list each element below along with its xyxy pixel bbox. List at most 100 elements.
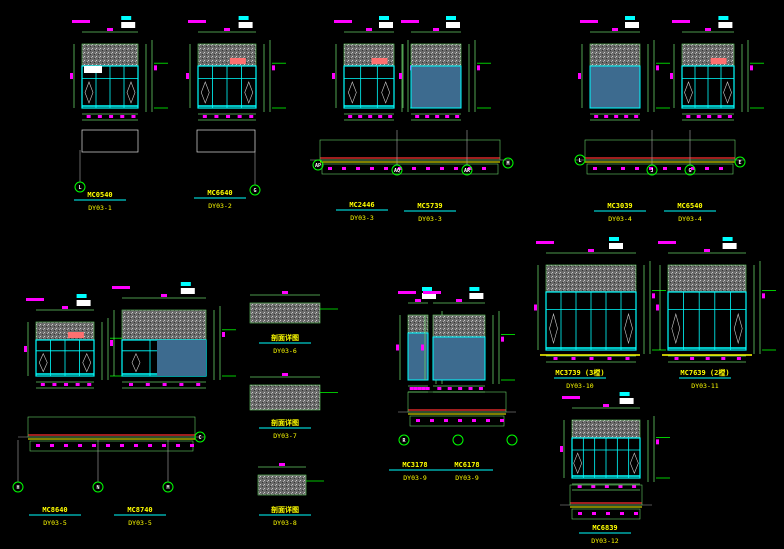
dimension-text-mark <box>652 293 655 299</box>
dimension-text-mark <box>328 167 332 170</box>
dimension-text-mark <box>444 419 448 422</box>
plan-dimension-box <box>29 440 194 452</box>
dimension-text-mark <box>625 357 630 360</box>
dimension-text-mark <box>196 383 201 386</box>
dimension-text-mark <box>272 65 275 71</box>
dimension-text-mark <box>604 485 609 488</box>
dimension-text-mark <box>282 291 288 294</box>
detail-ref: DY03-2 <box>208 202 232 210</box>
dimension-text-mark <box>282 373 288 376</box>
annotation-mark <box>238 16 249 20</box>
dimension-text-mark <box>370 167 374 170</box>
detail-code: MC8740 <box>127 506 152 514</box>
dimension-text-mark <box>445 115 450 118</box>
dimension-text-mark <box>384 167 388 170</box>
door-leaf-swing <box>723 81 732 104</box>
concrete-lintel <box>545 264 637 293</box>
concrete-section <box>249 302 321 324</box>
annotation-mark <box>26 298 44 301</box>
concrete-lintel <box>35 321 95 341</box>
concrete-lintel <box>197 43 257 67</box>
detail-code: MC3178 <box>402 461 427 469</box>
dimension-text-mark <box>40 383 45 386</box>
door-leaf-swing <box>573 452 582 475</box>
annotation-mark <box>76 294 87 298</box>
dimension-text-mark <box>106 444 110 447</box>
dimension-text-mark <box>179 383 184 386</box>
detail-ref: DY03-4 <box>678 215 702 223</box>
door-frame <box>343 65 395 109</box>
annotation-text <box>180 288 195 294</box>
highlight-mark <box>229 58 246 64</box>
dimension-text-mark <box>454 167 458 170</box>
axis-marker-label: M <box>506 161 509 167</box>
dimension-text-mark <box>412 167 416 170</box>
dimension-text-mark <box>24 346 27 352</box>
detail-ref: DY03-3 <box>418 215 442 223</box>
dimension-text-mark <box>87 383 92 386</box>
dimension-text-mark <box>696 115 701 118</box>
detail-code: MC6178 <box>454 461 479 469</box>
dimension-text-mark <box>721 357 726 360</box>
dimension-text-mark <box>656 65 659 71</box>
detail-code: MC6640 <box>207 189 232 197</box>
dimension-text-mark <box>501 336 504 342</box>
axis-marker <box>734 156 746 168</box>
dimension-text-mark <box>482 167 486 170</box>
dimension-text-mark <box>635 167 639 170</box>
dimension-text-mark <box>435 115 440 118</box>
axis-marker-label: L <box>578 158 581 164</box>
door-leaf-swing <box>684 81 693 104</box>
axis-marker-label: G <box>688 168 691 174</box>
dimension-text-mark <box>618 485 623 488</box>
dimension-text-mark <box>332 73 335 79</box>
axis-marker-label: C <box>198 435 201 441</box>
dimension-text-mark <box>430 419 434 422</box>
annotation-text <box>469 293 484 299</box>
axis-marker-label: R <box>402 438 406 444</box>
dimension-text-mark <box>458 387 463 390</box>
dimension-text-mark <box>224 28 230 31</box>
annotation-text <box>422 293 436 299</box>
detail-ref: DY03-9 <box>455 474 479 482</box>
dimension-text-mark <box>447 387 452 390</box>
dimension-text-mark <box>690 357 695 360</box>
detail-code: MC3039 <box>607 202 632 210</box>
door-leaf-swing <box>381 81 390 104</box>
axis-marker <box>506 434 518 446</box>
dimension-text-mark <box>237 115 242 118</box>
dimension-text-mark <box>677 167 681 170</box>
axis-marker <box>162 481 174 493</box>
dimension-text-mark <box>553 357 558 360</box>
axis-marker-label: E <box>738 160 741 166</box>
axis-marker <box>684 164 696 176</box>
axis-marker <box>312 159 324 171</box>
axis-marker-label: M <box>166 485 169 491</box>
detail-ref: DY03-5 <box>128 519 152 527</box>
door-leaf-swing <box>244 81 254 104</box>
dimension-text-mark <box>50 444 54 447</box>
axis-marker <box>249 184 261 196</box>
annotation-mark <box>423 291 441 294</box>
plan-dimension-box <box>586 163 734 175</box>
annotation-mark <box>562 396 580 399</box>
dimension-text-mark <box>348 115 353 118</box>
axis-marker-label: N <box>96 485 99 491</box>
axis-marker <box>74 181 86 193</box>
dimension-text-mark <box>656 304 659 311</box>
section-plan <box>81 129 139 153</box>
dimension-text-mark <box>120 444 124 447</box>
dimension-text-mark <box>606 512 610 515</box>
annotation-mark <box>536 241 554 244</box>
dimension-text-mark <box>578 73 581 79</box>
dimension-text-mark <box>634 512 638 515</box>
annotation-text <box>718 22 733 28</box>
detail-ref: DY03-11 <box>691 382 718 390</box>
dimension-text-mark <box>415 299 421 302</box>
dimension-text-mark <box>571 357 576 360</box>
dimension-text-mark <box>62 306 68 309</box>
door-leaf-swing <box>126 81 136 104</box>
concrete-section <box>257 474 307 496</box>
dimension-text-mark <box>560 446 563 452</box>
